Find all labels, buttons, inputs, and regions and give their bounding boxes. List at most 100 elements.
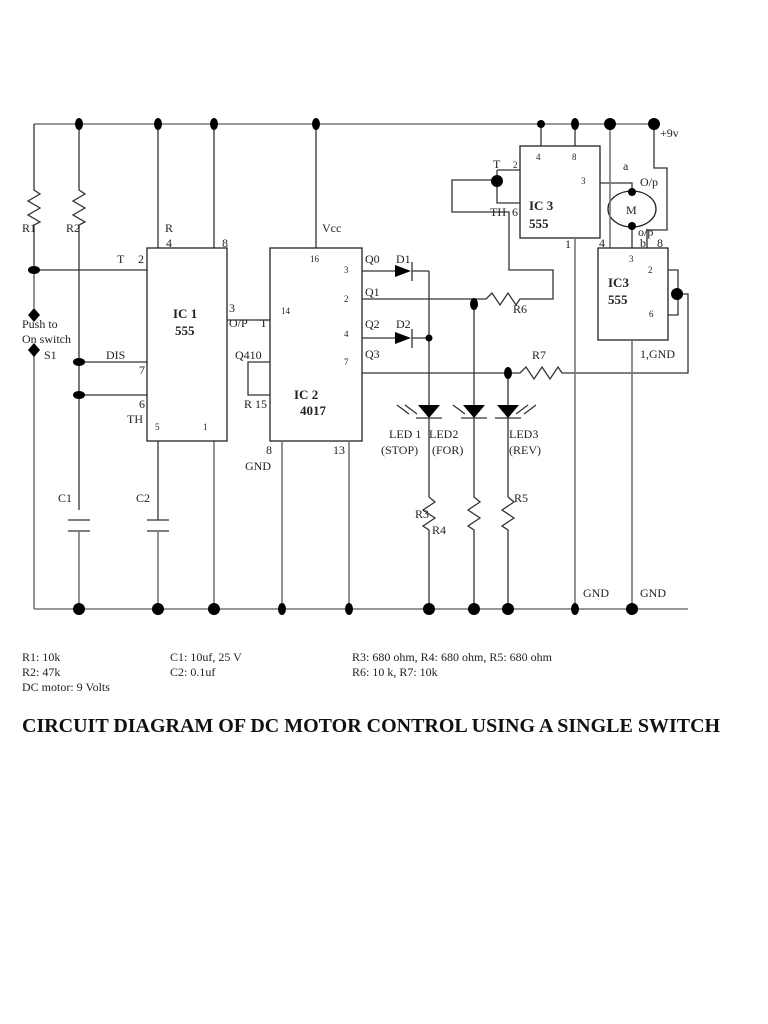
ic1-pin4: 4 [166, 236, 172, 250]
q2-label: Q2 [365, 317, 380, 331]
ic3a-name: IC 3 [529, 198, 554, 213]
motor-op-top-label: O/p [640, 175, 658, 189]
ic3a-trigger-label: T [493, 157, 501, 171]
ic3b-pin8-wire [646, 124, 668, 248]
ic1-name: IC 1 [173, 306, 197, 321]
diagram-title: CIRCUIT DIAGRAM OF DC MOTOR CONTROL USIN… [22, 715, 721, 737]
motor-label: M [626, 203, 637, 217]
c2-branch [147, 124, 169, 609]
q0-label: Q0 [365, 252, 380, 266]
ic2-pin13: 13 [333, 443, 345, 457]
ic1-trigger-label: T [117, 252, 125, 266]
ic1-pin7: 7 [139, 363, 145, 377]
ic1-chip [146, 247, 228, 442]
motor-op-bottom-label: o/p [638, 225, 653, 239]
ic2-name: IC 2 [294, 387, 318, 402]
ic3a-supply-wires [540, 124, 576, 146]
ic3b-pin3: 3 [629, 254, 634, 264]
led2-column [466, 299, 482, 609]
value-c2: C2: 0.1uf [170, 665, 216, 679]
led1-label: LED 1 [389, 427, 421, 441]
ic2-pin3: 3 [344, 265, 349, 275]
q1-label: Q1 [365, 285, 380, 299]
gnd-label-2: GND [640, 586, 666, 600]
ic1-type: 555 [175, 323, 195, 338]
r5-label: R5 [514, 491, 528, 505]
ic1-pin1: 1 [203, 422, 208, 432]
led3 [495, 404, 537, 419]
component-values-col3: R3: 680 ohm, R4: 680 ohm, R5: 680 ohm R6… [352, 650, 552, 680]
gnd-label-1: GND [583, 586, 609, 600]
ic1-pin2: 2 [138, 252, 144, 266]
ic1-output-label: O/P [229, 316, 248, 330]
led3-sublabel: (REV) [509, 443, 541, 457]
led1-column-r3-r4 [421, 271, 437, 609]
ic3a-trigger-threshold [496, 169, 520, 204]
ic2-vcc-label: Vcc [322, 221, 341, 235]
value-c1: C1: 10uf, 25 V [170, 650, 242, 664]
ic3b-gnd-label: 1,GND [640, 347, 675, 361]
ic3b-type: 555 [608, 292, 628, 307]
supply-label: +9v [660, 126, 679, 140]
ic3b-pin4: 4 [599, 236, 605, 250]
ic1-reset-label: R [165, 221, 173, 235]
ic3b-chip [597, 247, 669, 341]
ic2-clock-label: T [260, 316, 268, 330]
ic1-pin5: 5 [155, 422, 160, 432]
led2-sublabel: (FOR) [432, 443, 463, 457]
switch-label-line1: Push to [22, 317, 58, 331]
value-r2: R2: 47k [22, 665, 61, 679]
d2-label: D2 [396, 317, 411, 331]
diode-d2 [362, 329, 429, 348]
ic3b-pin2: 2 [648, 265, 653, 275]
r3-label: R3 [415, 507, 429, 521]
r1-branch [26, 124, 147, 609]
r2-label: R2 [66, 221, 80, 235]
led3-label: LED3 [509, 427, 538, 441]
ic2-q410-label: Q410 [235, 348, 262, 362]
ic3a-type: 555 [529, 216, 549, 231]
value-r3-r5: R3: 680 ohm, R4: 680 ohm, R5: 680 ohm [352, 650, 553, 664]
ic2-gnd-label: GND [245, 459, 271, 473]
ic1-pin3: 3 [229, 301, 235, 315]
ic2-chip [269, 247, 363, 442]
ic1-th-label: TH [127, 412, 143, 426]
c2-label: C2 [136, 491, 150, 505]
ic2-pin2: 2 [344, 294, 349, 304]
q3-label: Q3 [365, 347, 380, 361]
ic2-pin8: 8 [266, 443, 272, 457]
component-values-col2: C1: 10uf, 25 V C2: 0.1uf [170, 650, 242, 680]
ic2-pin4: 4 [344, 329, 349, 339]
s1-label: S1 [44, 348, 57, 362]
ic1-pin8: 8 [222, 236, 228, 250]
motor-a-label: a [623, 159, 629, 173]
r6-label: R6 [513, 302, 527, 316]
ic1-dis-label: DIS [106, 348, 125, 362]
ic3a-chip [519, 145, 601, 239]
led1-sublabel: (STOP) [381, 443, 418, 457]
c1-label: C1 [58, 491, 72, 505]
ic2-pin7: 7 [344, 357, 349, 367]
r6-wire [451, 179, 554, 307]
ic3b-pin6: 6 [649, 309, 654, 319]
r4-label: R4 [432, 523, 446, 537]
ic2-pin14: 14 [281, 306, 291, 316]
d1-label: D1 [396, 252, 411, 266]
ic3b-pin8: 8 [657, 236, 663, 250]
r2-branch [68, 124, 147, 609]
led2 [452, 404, 487, 419]
value-motor: DC motor: 9 Volts [22, 680, 110, 694]
led1 [396, 404, 442, 419]
ic3a-pin6: 6 [512, 205, 518, 219]
ic3a-pin4: 4 [536, 152, 541, 162]
r1-label: R1 [22, 221, 36, 235]
ic1-pin6: 6 [139, 397, 145, 411]
ic3a-pin1: 1 [565, 237, 571, 251]
push-switch-s1 [28, 308, 40, 357]
r7-label: R7 [532, 348, 546, 362]
junction-dots [28, 118, 683, 615]
ic2-type: 4017 [300, 403, 327, 418]
led2-label: LED2 [429, 427, 458, 441]
ic2-pin16: 16 [310, 254, 320, 264]
led3-column-r5 [500, 373, 516, 609]
